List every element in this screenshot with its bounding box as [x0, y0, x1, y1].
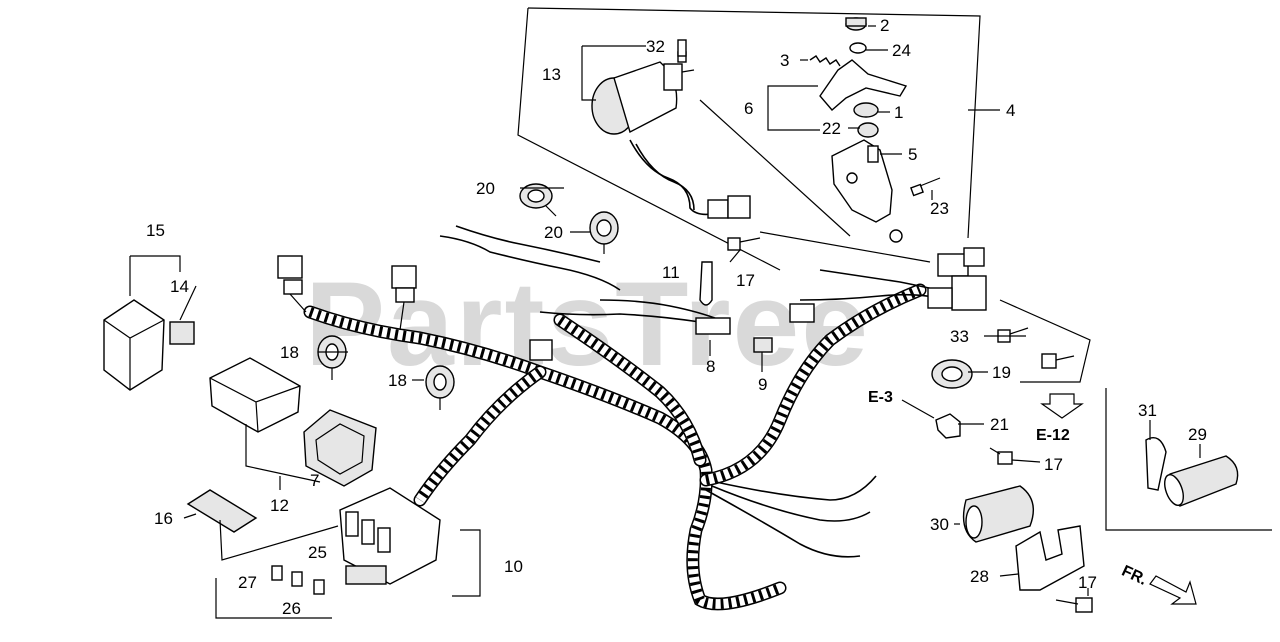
callout-21: 21 — [990, 415, 1009, 434]
relay-15 — [103, 299, 165, 391]
callout-19: 19 — [992, 363, 1011, 382]
bolt-23 — [910, 177, 941, 197]
spring-3 — [809, 55, 841, 67]
front-arrow — [1149, 575, 1197, 605]
callout-8: 8 — [706, 357, 715, 376]
callout-17-right: 17 — [1044, 455, 1063, 474]
holder-28 — [1015, 525, 1085, 591]
callout-33: 33 — [950, 327, 969, 346]
sleeve-29 — [1164, 455, 1239, 507]
callout-6: 6 — [744, 99, 753, 118]
bolt-17-right — [989, 447, 1013, 465]
callout-4: 4 — [1006, 101, 1015, 120]
boot-30 — [962, 485, 1034, 543]
callout-14: 14 — [170, 277, 189, 296]
main-wire-harness — [303, 99, 947, 611]
callout-3: 3 — [780, 51, 789, 70]
fuse-27 — [271, 565, 283, 581]
callout-25: 25 — [308, 543, 327, 562]
callout-22: 22 — [822, 119, 841, 138]
callout-16: 16 — [154, 509, 173, 528]
pin-32 — [677, 39, 687, 57]
fuse-box-10 — [339, 487, 441, 585]
bolt-33 — [997, 327, 1029, 343]
control-unit — [209, 357, 301, 433]
washer-24 — [849, 42, 867, 54]
front-label: FR. — [1119, 563, 1150, 589]
bolt-17-bottom — [1055, 597, 1093, 613]
callout-9: 9 — [758, 375, 767, 394]
socket-14 — [169, 321, 195, 345]
callout-13: 13 — [542, 65, 561, 84]
callout-5: 5 — [908, 145, 917, 164]
inset-box — [1105, 388, 1272, 531]
callout-18-right: 18 — [388, 371, 407, 390]
callout-31: 31 — [1138, 401, 1157, 420]
clamp-18-right — [425, 365, 455, 410]
callout-1: 1 — [894, 103, 903, 122]
grommet-1 — [853, 102, 879, 118]
starter-relay-13 — [591, 51, 751, 219]
ref-e3: E-3 — [868, 389, 893, 406]
connector-left-b — [391, 265, 417, 331]
e12-arrow — [1040, 393, 1084, 419]
fuse-box-cover-7 — [303, 409, 377, 487]
bolt-17-top — [727, 237, 761, 251]
callout-20-lower: 20 — [544, 223, 563, 242]
bracket-21 — [935, 413, 961, 439]
callout-15: 15 — [146, 221, 165, 240]
clamp-center — [529, 339, 553, 361]
clamp-20-upper — [519, 183, 557, 217]
cap-2 — [845, 17, 867, 31]
leader-lines — [179, 25, 1201, 596]
callout-20-upper: 20 — [476, 179, 495, 198]
ref-e12: E-12 — [1036, 427, 1070, 444]
callout-27: 27 — [238, 573, 257, 592]
clip-11 — [699, 261, 713, 306]
label-16 — [186, 489, 258, 533]
clip-9 — [753, 337, 773, 353]
callout-32: 32 — [646, 37, 665, 56]
fuse-25 — [291, 571, 303, 587]
connector-mid — [789, 303, 815, 323]
bracket-6 — [819, 59, 908, 111]
connector-8 — [695, 317, 731, 335]
clip-31 — [1145, 437, 1167, 491]
callout-11: 11 — [662, 263, 680, 282]
callout-17-bottom: 17 — [1078, 573, 1097, 592]
callout-2: 2 — [880, 16, 889, 35]
callout-28: 28 — [970, 567, 989, 586]
clamp-20-lower — [589, 211, 619, 254]
callout-26: 26 — [282, 599, 301, 618]
callout-7: 7 — [310, 471, 319, 490]
connector-right-cluster — [927, 247, 987, 311]
callout-17-top: 17 — [736, 271, 755, 290]
callout-10: 10 — [504, 557, 523, 576]
callout-29: 29 — [1188, 425, 1207, 444]
callout-12: 12 — [270, 496, 289, 515]
callout-30: 30 — [930, 515, 949, 534]
grommet-22 — [857, 122, 879, 138]
bolt-detail — [999, 299, 1091, 383]
callout-18-left: 18 — [280, 343, 299, 362]
bracket-5 — [831, 139, 903, 243]
clamp-19 — [931, 359, 973, 389]
callout-23: 23 — [930, 199, 949, 218]
connector-left-a — [277, 255, 307, 313]
callout-24: 24 — [892, 41, 911, 60]
assembly-outline-4 — [517, 7, 1000, 271]
fuse-26 — [313, 579, 325, 595]
